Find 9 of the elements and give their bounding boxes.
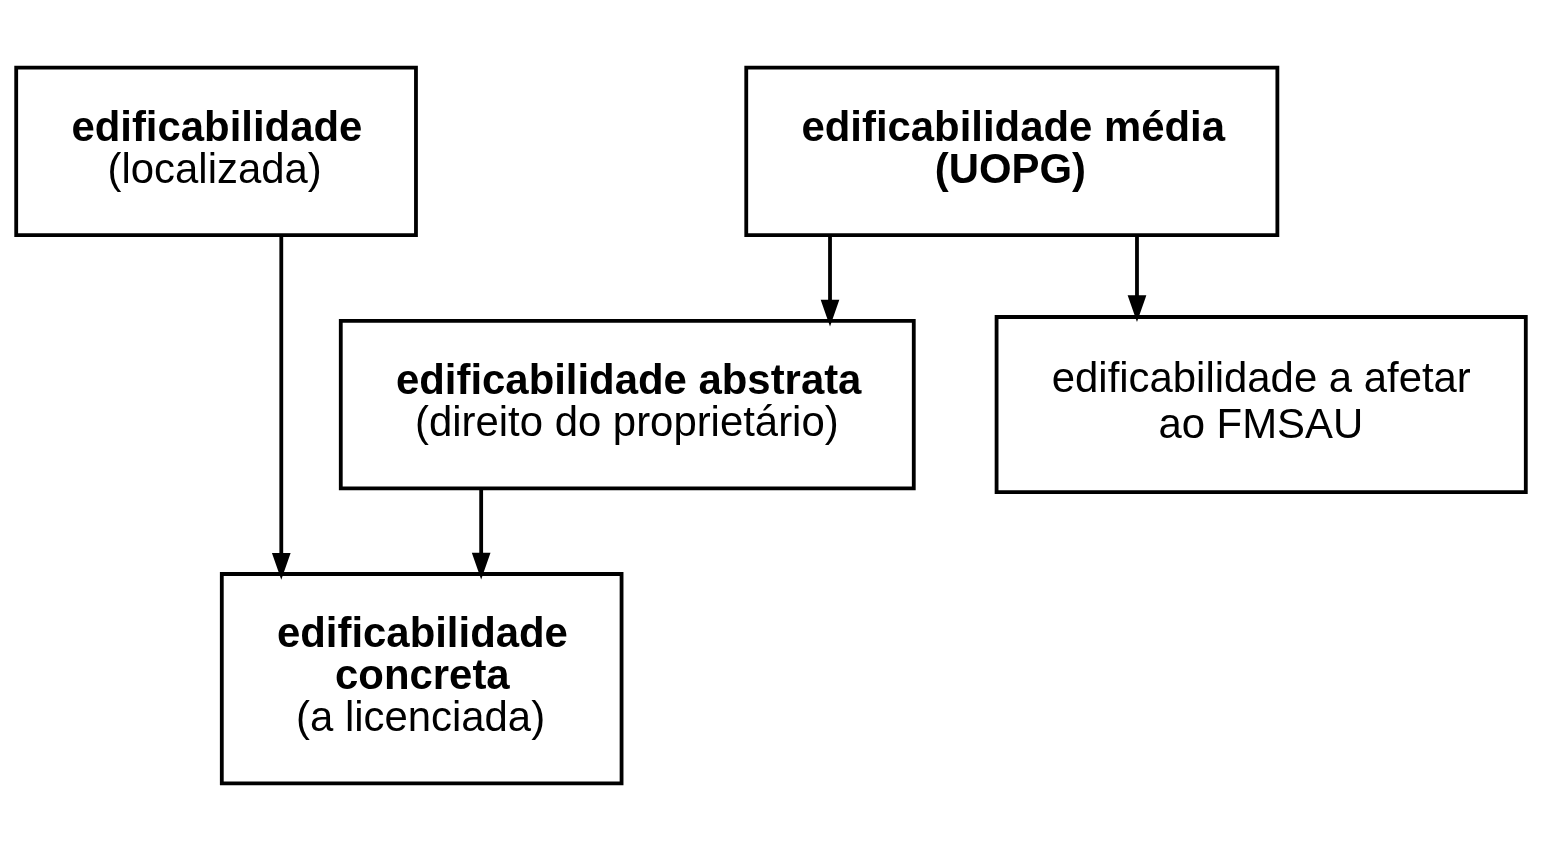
arrow [271,235,291,580]
node-box: edificabilidade (localizada) [14,65,418,237]
arrow [820,235,840,326]
arrow [1127,235,1147,322]
node-box: edificabilidade abstrata (direito do proprietário) [338,318,916,490]
node-box: edificabilidade concreta (a licenciada) [219,571,624,785]
arrow [471,488,491,579]
node-box: edificabilidade a afetar ao FMSAU [994,314,1528,494]
node-box: edificabilidade média (UOPG) [744,65,1280,237]
